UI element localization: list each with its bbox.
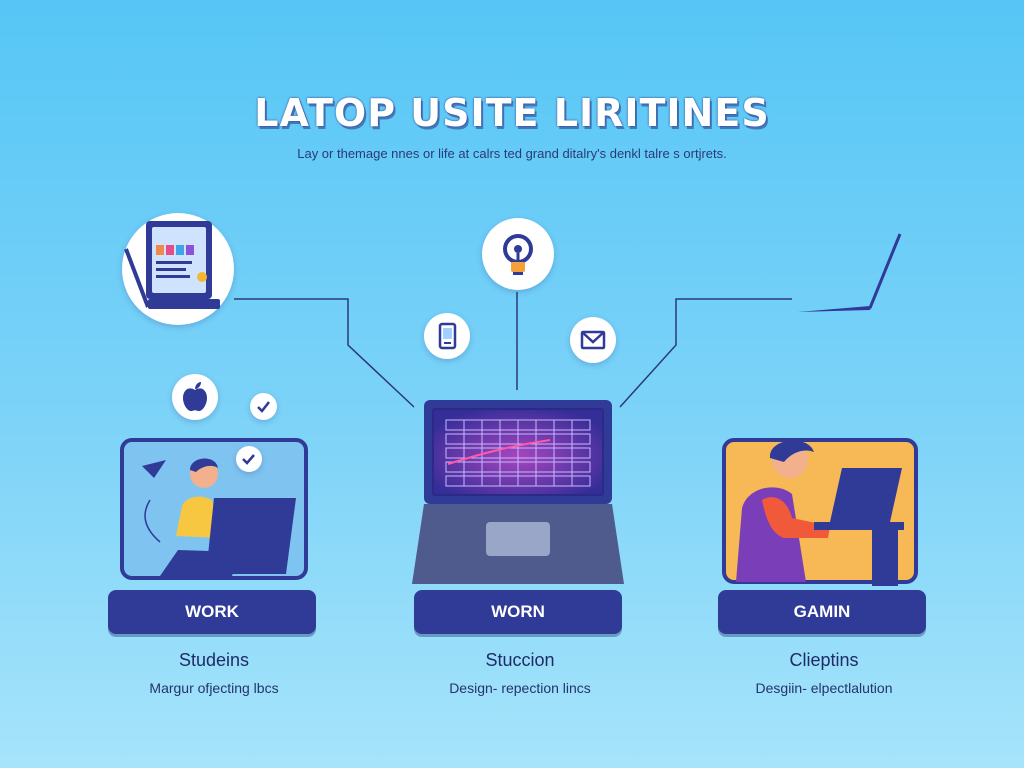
work-button[interactable]: WORK xyxy=(108,590,316,634)
student-laptop-illustration xyxy=(120,438,308,580)
card-desc-clieptins: Desgiin- elpectlalution xyxy=(755,680,893,696)
center-laptop-illustration xyxy=(410,398,626,588)
mail-icon xyxy=(570,317,616,363)
card-title-studeins: Studeins xyxy=(178,650,250,670)
smartphone-icon xyxy=(424,313,470,359)
card-title-clieptins: Clieptins xyxy=(789,650,859,670)
card-desc-studeins: Margur ofjecting lbcs xyxy=(149,680,279,696)
gamer-illustration xyxy=(722,438,918,586)
chat-check-icon xyxy=(236,446,262,472)
page-subtitle: Lay or themage nnes or life at calrs ted… xyxy=(297,146,727,161)
card-desc-stuccion: Design- repection lincs xyxy=(449,680,591,696)
laptop-outline-icon xyxy=(798,233,902,312)
worn-button[interactable]: WORN xyxy=(414,590,622,634)
tablet-monitor-icon xyxy=(122,213,234,325)
lightbulb-icon xyxy=(482,218,554,290)
apple-icon xyxy=(172,374,218,420)
gamin-button[interactable]: GAMIN xyxy=(718,590,926,634)
card-title-stuccion: Stuccion xyxy=(485,650,555,670)
page-title: LATOP USITE LIRITINES xyxy=(254,91,770,136)
check-icon xyxy=(250,393,277,420)
